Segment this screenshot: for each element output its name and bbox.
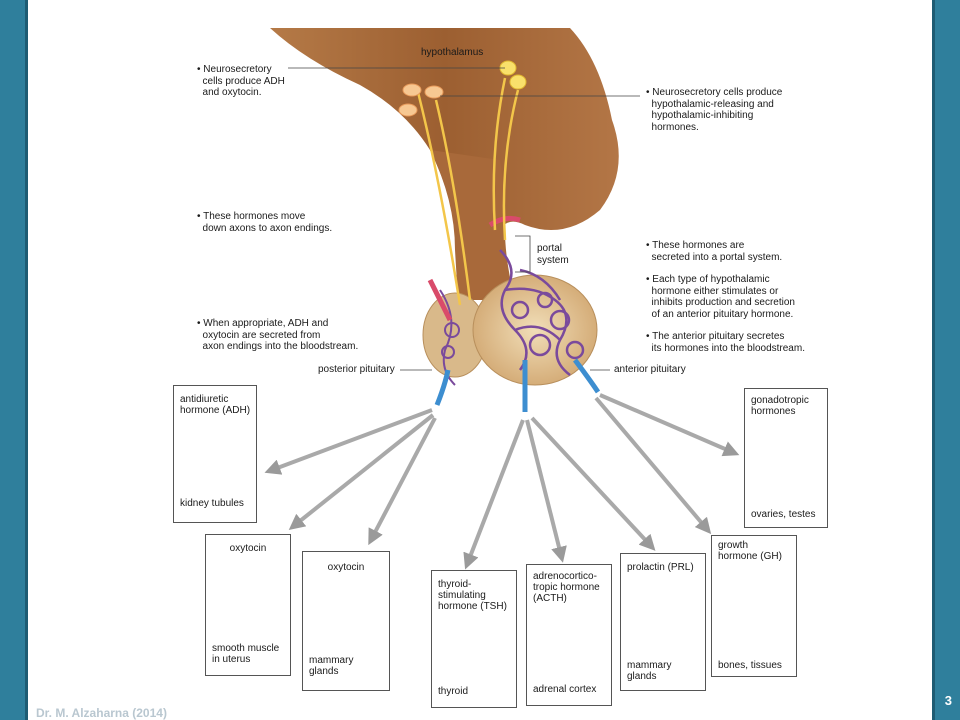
note-left-2: • These hormones move down axons to axon…: [197, 211, 333, 234]
note-left-3: • When appropriate, ADH and oxytocin are…: [197, 318, 359, 352]
hypothalamus-label: hypothalamus: [421, 47, 484, 58]
note-left-1: • Neurosecretory cells produce ADH and o…: [197, 64, 285, 98]
slide-footer: Dr. M. Alzaharna (2014): [36, 706, 167, 720]
note-right-3: • Each type of hypothalamic hormone eith…: [646, 274, 795, 320]
anterior-pituitary-label: anterior pituitary: [614, 364, 686, 375]
note-right-4: • The anterior pituitary secretes its ho…: [646, 331, 805, 354]
neurosecretory-axons: [416, 77, 520, 306]
gh-target-label: bones, tissues: [718, 660, 782, 671]
tsh-target-label: thyroid: [438, 686, 469, 697]
box-tsh: thyroid- stimulating hormone (TSH) thyro…: [431, 570, 517, 708]
prolactin-hormone-label: prolactin (PRL): [627, 562, 694, 573]
artery-in-red: [427, 278, 453, 322]
box-prolactin: prolactin (PRL) mammary glands: [620, 553, 706, 691]
gonadotropic-target-label: ovaries, testes: [751, 509, 816, 520]
vein-out-anterior-2: [572, 358, 601, 394]
neurosecretory-cells: [398, 60, 527, 117]
box-acth: adrenocortico- tropic hormone (ACTH) adr…: [526, 564, 612, 706]
box-gonadotropic: gonadotropic hormones ovaries, testes: [744, 388, 828, 528]
box-adh: antidiuretic hormone (ADH) kidney tubule…: [173, 385, 257, 523]
note-right-1: • Neurosecretory cells produce hypothala…: [646, 87, 783, 133]
portal-system-label: portal system: [537, 243, 569, 266]
left-accent-bar: [0, 0, 28, 720]
oxytocin-uterus-hormone-label: oxytocin: [229, 543, 267, 554]
oxytocin-uterus-target-label: smooth muscle in uterus: [212, 643, 280, 665]
box-oxytocin-uterus: oxytocin smooth muscle in uterus: [205, 534, 291, 676]
note-right-2: • These hormones are secreted into a por…: [646, 240, 783, 263]
posterior-pituitary-label: posterior pituitary: [318, 364, 395, 375]
right-accent-bar: 3: [932, 0, 960, 720]
gonadotropic-hormone-label: gonadotropic hormones: [751, 395, 809, 417]
gh-hormone-label: growth hormone (GH): [718, 540, 782, 562]
tsh-hormone-label: thyroid- stimulating hormone (TSH): [438, 579, 507, 612]
hormone-arrows: [264, 393, 740, 570]
box-oxytocin-mammary: oxytocin mammary glands: [302, 551, 390, 691]
portal-capillaries: [499, 249, 585, 376]
oxytocin-mammary-target-label: mammary glands: [309, 655, 354, 677]
adh-target-label: kidney tubules: [180, 498, 244, 509]
slide-number: 3: [944, 693, 952, 708]
prolactin-target-label: mammary glands: [627, 660, 672, 682]
vein-out-posterior: [434, 369, 451, 406]
acth-hormone-label: adrenocortico- tropic hormone (ACTH): [533, 571, 600, 604]
box-growth-hormone: growth hormone (GH) bones, tissues: [711, 535, 797, 677]
acth-target-label: adrenal cortex: [533, 684, 597, 695]
adh-hormone-label: antidiuretic hormone (ADH): [180, 394, 251, 416]
oxytocin-mammary-hormone-label: oxytocin: [327, 562, 365, 573]
